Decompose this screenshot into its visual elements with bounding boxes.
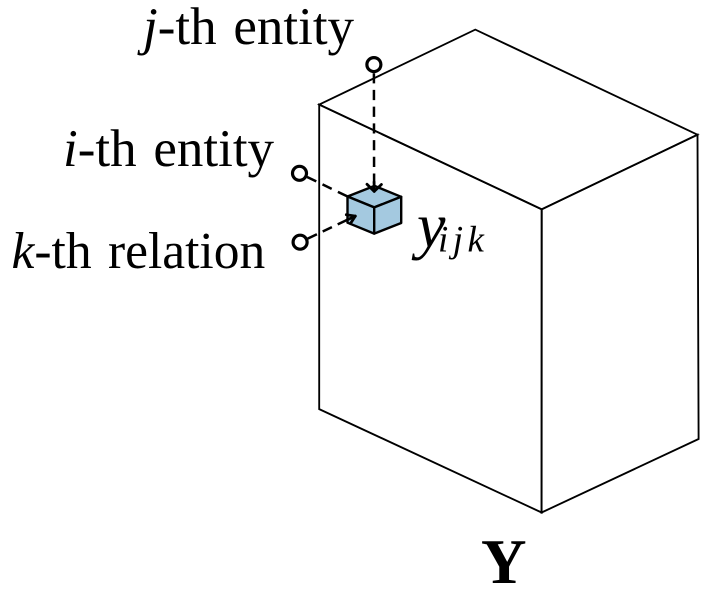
svg-text:k-th relation: k-th relation: [12, 223, 266, 280]
svg-text:i-th entity: i-th entity: [63, 120, 275, 178]
svg-text:j-th entity: j-th entity: [137, 0, 355, 56]
svg-text:y: y: [411, 190, 446, 261]
svg-text:ijk: ijk: [438, 220, 488, 261]
svg-text:Y: Y: [481, 527, 527, 592]
